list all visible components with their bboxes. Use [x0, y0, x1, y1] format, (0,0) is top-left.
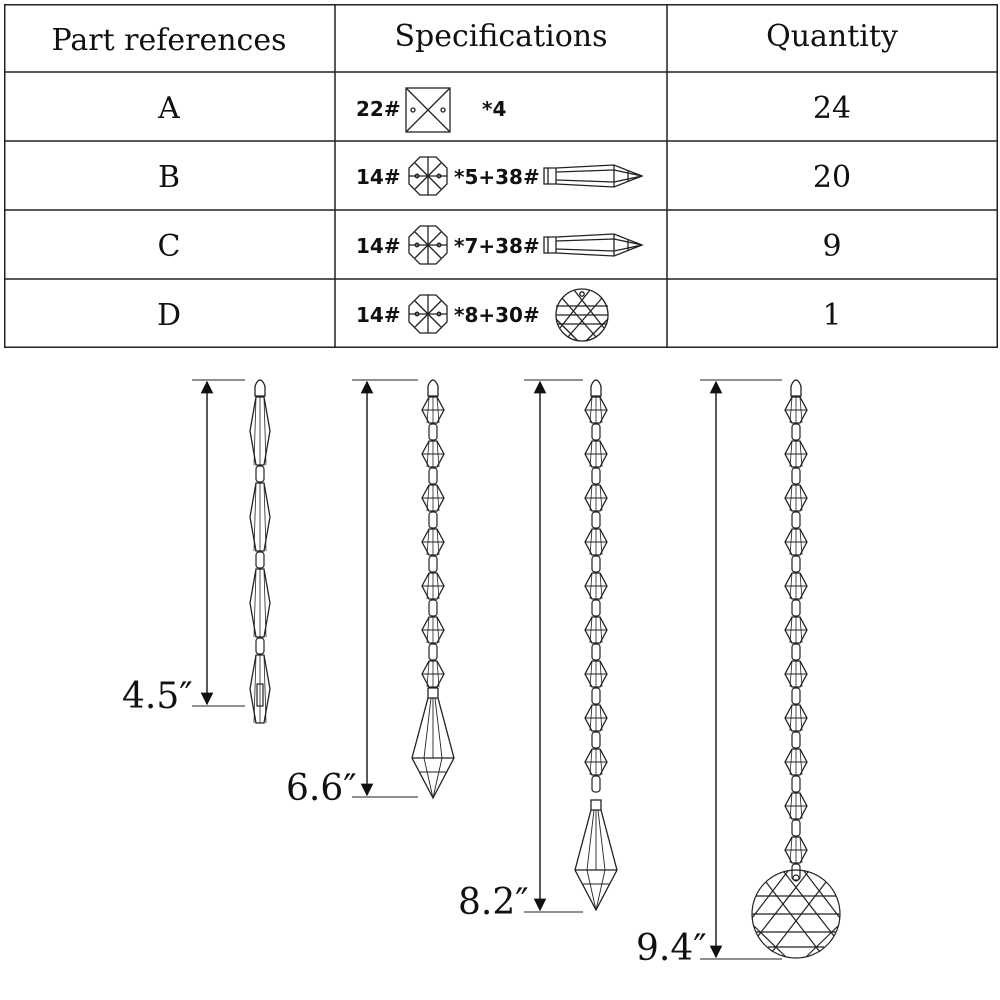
spec-size: 14# — [356, 234, 401, 258]
square-prism-icon — [405, 87, 451, 133]
length-label: 9.4″ — [636, 928, 707, 969]
strand-diagram: 4.5″ 6.6″ — [122, 379, 841, 969]
icicle-pendant — [574, 799, 618, 912]
icicle-pendant — [411, 687, 455, 800]
table-row: B 14# *5+38# 20 — [158, 156, 851, 196]
quantity: 1 — [822, 298, 841, 333]
parts-table: Part references Specifications Quantity … — [4, 4, 998, 348]
crystal-ball-icon — [555, 288, 609, 342]
strand-drawing — [574, 379, 618, 912]
table-row: D 14# *8+30# 1 — [157, 288, 842, 342]
strand-drawing — [411, 379, 455, 800]
spec-size: 22# — [356, 97, 401, 121]
dimension-line — [524, 379, 583, 913]
icicle-pendant-icon — [543, 233, 644, 257]
spec-size: 14# — [356, 165, 401, 189]
strand-drawing — [249, 379, 271, 724]
strand-8-2: 8.2″ — [458, 379, 618, 923]
table-grid — [4, 4, 998, 348]
spec-multiplier: *4 — [482, 97, 506, 121]
dimension-line — [352, 379, 418, 798]
spec-multiplier: *5+38# — [454, 165, 540, 189]
strand-4-5: 4.5″ — [122, 379, 271, 724]
crystal-ball-pendant — [751, 869, 841, 959]
spec-multiplier: *8+30# — [454, 303, 540, 327]
length-label: 8.2″ — [458, 882, 529, 923]
strand-drawing — [751, 379, 841, 959]
table-row: C 14# *7+38# 9 — [158, 225, 842, 265]
table-row: A 22# *4 24 — [157, 87, 851, 133]
header-quantity: Quantity — [766, 19, 898, 54]
header-specifications: Specifications — [394, 19, 607, 54]
octagon-bead-icon — [408, 225, 448, 265]
quantity: 24 — [813, 91, 851, 126]
length-label: 6.6″ — [286, 768, 357, 809]
strand-6-6: 6.6″ — [286, 379, 455, 809]
length-label: 4.5″ — [122, 676, 193, 717]
octagon-bead-icon — [408, 156, 448, 196]
spec-multiplier: *7+38# — [454, 234, 540, 258]
strand-9-4: 9.4″ — [636, 379, 841, 969]
spec-size: 14# — [356, 303, 401, 327]
quantity: 9 — [822, 229, 841, 264]
part-ref: C — [158, 229, 181, 264]
quantity: 20 — [813, 160, 851, 195]
icicle-pendant-icon — [543, 164, 644, 188]
dimension-line — [192, 379, 245, 707]
header-part-references: Part references — [52, 23, 287, 58]
part-ref: B — [158, 160, 180, 195]
dimension-line — [700, 379, 782, 960]
part-ref: A — [157, 91, 180, 126]
part-ref: D — [157, 298, 181, 333]
octagon-bead-icon — [408, 294, 448, 334]
